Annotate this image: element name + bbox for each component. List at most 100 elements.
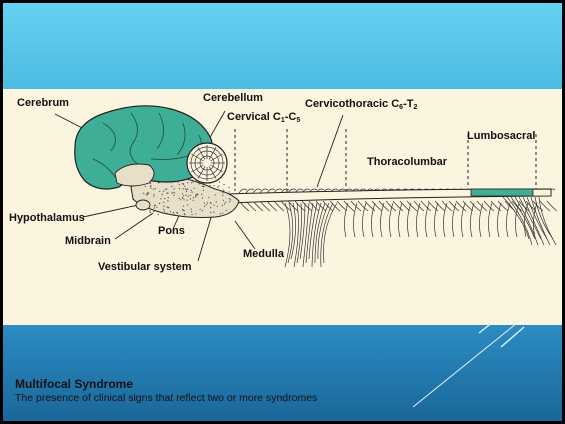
nerve-root bbox=[246, 189, 254, 193]
stipple-dot bbox=[186, 189, 187, 190]
stipple-dot bbox=[224, 203, 225, 204]
stipple-dot bbox=[187, 204, 188, 205]
plexus-nerve bbox=[291, 203, 296, 259]
stipple-dot bbox=[195, 213, 196, 214]
peripheral-nerve bbox=[461, 203, 465, 237]
stipple-dot bbox=[191, 211, 192, 212]
stipple-dot bbox=[163, 191, 164, 192]
stipple-dot bbox=[154, 205, 155, 206]
stipple-dot bbox=[182, 193, 183, 194]
stipple-dot bbox=[167, 207, 168, 208]
stipple-dot bbox=[194, 188, 195, 189]
stipple-dot bbox=[163, 202, 164, 203]
stipple-dot bbox=[192, 192, 193, 193]
peripheral-nerve bbox=[479, 203, 483, 237]
stipple-dot bbox=[146, 194, 147, 195]
stipple-dot bbox=[200, 209, 201, 210]
leader-line-cerebellum bbox=[208, 111, 225, 141]
stipple-dot bbox=[163, 206, 164, 207]
decorative-line bbox=[413, 323, 517, 407]
stipple-dot bbox=[215, 194, 216, 195]
stipple-dot bbox=[201, 194, 202, 195]
stipple-dot bbox=[202, 183, 203, 184]
stipple-dot bbox=[203, 190, 204, 191]
stipple-dot bbox=[193, 197, 194, 198]
stipple-dot bbox=[191, 182, 192, 183]
label-pons: Pons bbox=[158, 225, 185, 237]
stipple-dot bbox=[168, 207, 169, 208]
stipple-dot bbox=[172, 193, 173, 194]
stipple-dot bbox=[188, 196, 189, 197]
stipple-dot bbox=[190, 195, 191, 196]
stipple-dot bbox=[209, 185, 210, 186]
stipple-dot bbox=[164, 211, 165, 212]
stipple-dot bbox=[179, 184, 180, 185]
stipple-dot bbox=[187, 200, 188, 201]
lumbosacral-nerve bbox=[511, 197, 535, 239]
peripheral-nerve bbox=[443, 203, 447, 237]
stipple-dot bbox=[187, 182, 188, 183]
stipple-dot bbox=[213, 212, 214, 213]
stipple-dot bbox=[228, 187, 229, 188]
lumbosacral-highlight bbox=[471, 189, 533, 196]
stipple-dot bbox=[150, 183, 151, 184]
pituitary bbox=[136, 200, 150, 210]
stipple-dot bbox=[174, 214, 175, 215]
peripheral-nerve bbox=[416, 203, 420, 237]
stipple-dot bbox=[214, 205, 215, 206]
stipple-dot bbox=[222, 205, 223, 206]
stipple-dot bbox=[172, 192, 173, 193]
stipple-dot bbox=[149, 210, 150, 211]
stipple-dot bbox=[155, 188, 156, 189]
label-medulla: Medulla bbox=[243, 248, 284, 260]
stipple-dot bbox=[191, 190, 192, 191]
stipple-dot bbox=[148, 193, 149, 194]
label-cerebrum: Cerebrum bbox=[17, 97, 69, 109]
stipple-dot bbox=[167, 192, 168, 193]
stipple-dot bbox=[204, 202, 205, 203]
leader-line-midbrain bbox=[115, 213, 153, 239]
stipple-dot bbox=[158, 214, 159, 215]
stipple-dot bbox=[147, 194, 148, 195]
stipple-dot bbox=[230, 199, 231, 200]
stipple-dot bbox=[159, 191, 160, 192]
stipple-dot bbox=[154, 207, 155, 208]
plexus-nerve bbox=[321, 203, 333, 267]
peripheral-nerve bbox=[488, 203, 492, 237]
stipple-dot bbox=[195, 196, 196, 197]
stipple-dot bbox=[159, 203, 160, 204]
leader-line-medulla bbox=[235, 221, 255, 249]
peripheral-nerve bbox=[425, 203, 429, 237]
label-cervical: Cervical C1-C5 bbox=[227, 111, 300, 124]
stipple-dot bbox=[229, 198, 230, 199]
stipple-dot bbox=[150, 214, 151, 215]
peripheral-nerve bbox=[506, 203, 510, 237]
nerve-root bbox=[239, 189, 247, 193]
nervous-system-diagram bbox=[3, 89, 562, 325]
stipple-dot bbox=[206, 204, 207, 205]
stipple-dot bbox=[150, 212, 151, 213]
stipple-dot bbox=[171, 186, 172, 187]
stipple-dot bbox=[168, 197, 169, 198]
nervous-system-figure: Cerebrum Cerebellum Cervicothoracic C6-T… bbox=[3, 89, 562, 325]
stipple-dot bbox=[223, 189, 224, 190]
stipple-dot bbox=[185, 188, 186, 189]
stipple-dot bbox=[173, 195, 174, 196]
leader-line-hypothalamus bbox=[83, 204, 143, 217]
stipple-dot bbox=[227, 213, 228, 214]
stipple-dot bbox=[173, 212, 174, 213]
peripheral-nerve bbox=[380, 203, 384, 237]
stipple-dot bbox=[190, 198, 191, 199]
stipple-dot bbox=[182, 209, 183, 210]
stipple-dot bbox=[182, 183, 183, 184]
stipple-dot bbox=[147, 192, 148, 193]
stipple-dot bbox=[202, 197, 203, 198]
stipple-dot bbox=[223, 184, 224, 185]
stipple-dot bbox=[193, 200, 194, 201]
stipple-dot bbox=[154, 194, 155, 195]
lumbosacral-nerve bbox=[539, 197, 556, 245]
nerve-root bbox=[253, 189, 261, 193]
stipple-dot bbox=[184, 186, 185, 187]
stipple-dot bbox=[174, 188, 175, 189]
peripheral-nerve bbox=[398, 203, 402, 237]
